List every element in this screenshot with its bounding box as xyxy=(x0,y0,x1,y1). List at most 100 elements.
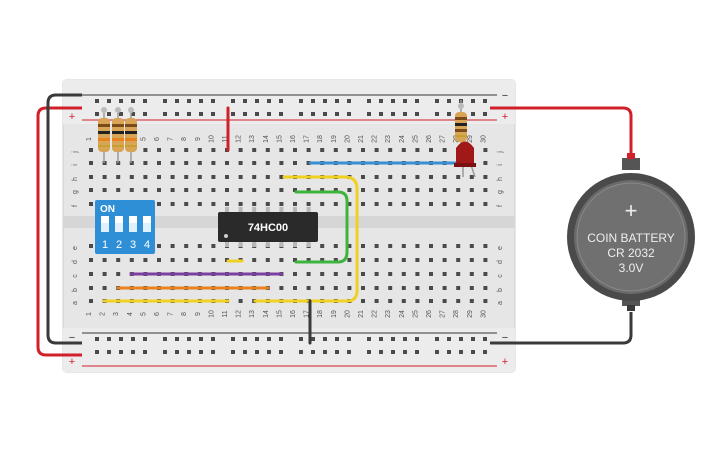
breadboard-hole xyxy=(435,337,439,341)
breadboard-hole xyxy=(403,99,407,103)
breadboard-hole xyxy=(483,244,488,248)
breadboard-hole xyxy=(333,148,338,152)
breadboard-hole xyxy=(335,337,339,341)
breadboard-hole xyxy=(163,99,167,103)
breadboard-hole xyxy=(367,99,371,103)
breadboard-hole xyxy=(361,202,365,206)
column-number-top: 1 xyxy=(86,137,93,141)
breadboard-hole xyxy=(391,337,395,341)
chip-pin xyxy=(279,207,284,212)
breadboard-hole xyxy=(211,148,216,152)
row-letter-right: d xyxy=(497,260,504,264)
breadboard-hole xyxy=(442,188,447,192)
breadboard-hole xyxy=(456,244,461,248)
bottom-rail-minus-right: − xyxy=(502,332,508,344)
breadboard-hole xyxy=(243,337,247,341)
row-letter-left: j xyxy=(72,151,79,154)
breadboard-hole xyxy=(238,175,243,179)
breadboard-hole xyxy=(211,161,216,165)
breadboard-hole xyxy=(252,161,257,165)
row-letter-right: e xyxy=(497,246,504,250)
breadboard-hole xyxy=(388,299,393,303)
column-number-bottom: 20 xyxy=(344,310,351,318)
breadboard-hole xyxy=(429,258,433,262)
breadboard-hole xyxy=(197,188,202,192)
breadboard-hole xyxy=(456,286,461,290)
breadboard-hole xyxy=(265,175,270,179)
battery-label-line1: COIN BATTERY xyxy=(587,231,675,245)
column-number-bottom: 8 xyxy=(181,312,188,316)
breadboard-hole xyxy=(211,350,215,354)
breadboard-labels: 1122334455667788991010111112121313141415… xyxy=(72,135,504,318)
breadboard-hole xyxy=(320,258,325,262)
row-letter-right: a xyxy=(497,301,504,305)
red-battery-wire-left xyxy=(36,106,82,357)
column-number-bottom: 19 xyxy=(331,310,338,318)
breadboard-hole xyxy=(335,99,339,103)
dip-switch[interactable]: ON 1 2 3 4 xyxy=(95,200,155,254)
breadboard-hole xyxy=(170,202,175,206)
breadboard-hole xyxy=(102,175,107,179)
column-number-bottom: 6 xyxy=(154,312,161,316)
red-battery-wire-right xyxy=(490,106,633,160)
breadboard-hole xyxy=(415,258,420,262)
column-number-top: 9 xyxy=(195,137,202,141)
dip-switch-number-1: 1 xyxy=(102,239,108,251)
chip-pin xyxy=(293,207,297,212)
breadboard-hole xyxy=(279,175,284,179)
breadboard-hole xyxy=(157,258,161,262)
breadboard-hole xyxy=(199,99,203,103)
bottom-rail-plus-right: + xyxy=(502,356,508,368)
breadboard-hole xyxy=(429,148,433,152)
breadboard-hole xyxy=(184,148,189,152)
row-letter-left: f xyxy=(72,205,79,207)
breadboard-hole xyxy=(401,202,406,206)
breadboard-hole xyxy=(265,188,270,192)
breadboard-hole xyxy=(320,244,325,248)
column-number-bottom: 14 xyxy=(263,310,270,318)
breadboard-hole xyxy=(333,244,338,248)
breadboard-hole xyxy=(429,175,433,179)
breadboard-hole xyxy=(197,244,202,248)
breadboard-hole xyxy=(442,286,447,290)
column-number-bottom: 12 xyxy=(236,310,243,318)
breadboard-hole xyxy=(119,112,123,116)
column-number-bottom: 26 xyxy=(426,310,433,318)
breadboard-hole xyxy=(429,202,433,206)
breadboard-hole xyxy=(187,350,191,354)
breadboard-hole xyxy=(306,272,311,276)
breadboard-hole xyxy=(211,188,216,192)
dip-switch-number-2: 2 xyxy=(116,239,122,251)
breadboard-hole xyxy=(320,188,325,192)
breadboard-hole xyxy=(401,244,406,248)
breadboard-hole xyxy=(143,350,147,354)
column-number-top: 27 xyxy=(440,135,447,143)
breadboard-hole xyxy=(89,244,93,248)
breadboard-hole xyxy=(211,202,216,206)
breadboard-hole xyxy=(252,148,257,152)
breadboard-hole xyxy=(89,286,93,290)
breadboard-hole xyxy=(299,112,303,116)
breadboard-hole xyxy=(320,202,325,206)
breadboard-hole xyxy=(279,99,283,103)
breadboard-hole xyxy=(299,350,303,354)
breadboard-hole xyxy=(361,148,365,152)
breadboard-hole xyxy=(143,258,148,262)
top-power-rail xyxy=(63,80,515,124)
breadboard-hole xyxy=(238,202,243,206)
breadboard-hole xyxy=(361,244,365,248)
breadboard-hole xyxy=(442,175,447,179)
chip-pin xyxy=(238,242,243,247)
chip-pin xyxy=(279,242,284,247)
breadboard-hole xyxy=(170,244,175,248)
breadboard-hole xyxy=(323,337,327,341)
breadboard-hole xyxy=(211,112,215,116)
top-rail-minus-right: − xyxy=(502,90,508,102)
column-number-top: 8 xyxy=(181,137,188,141)
breadboard-hole xyxy=(403,112,407,116)
column-number-bottom: 21 xyxy=(358,310,365,318)
top-rail-plus-left: + xyxy=(69,111,75,123)
breadboard-hole xyxy=(429,188,433,192)
breadboard-hole xyxy=(306,188,311,192)
chip-pin xyxy=(306,207,311,212)
